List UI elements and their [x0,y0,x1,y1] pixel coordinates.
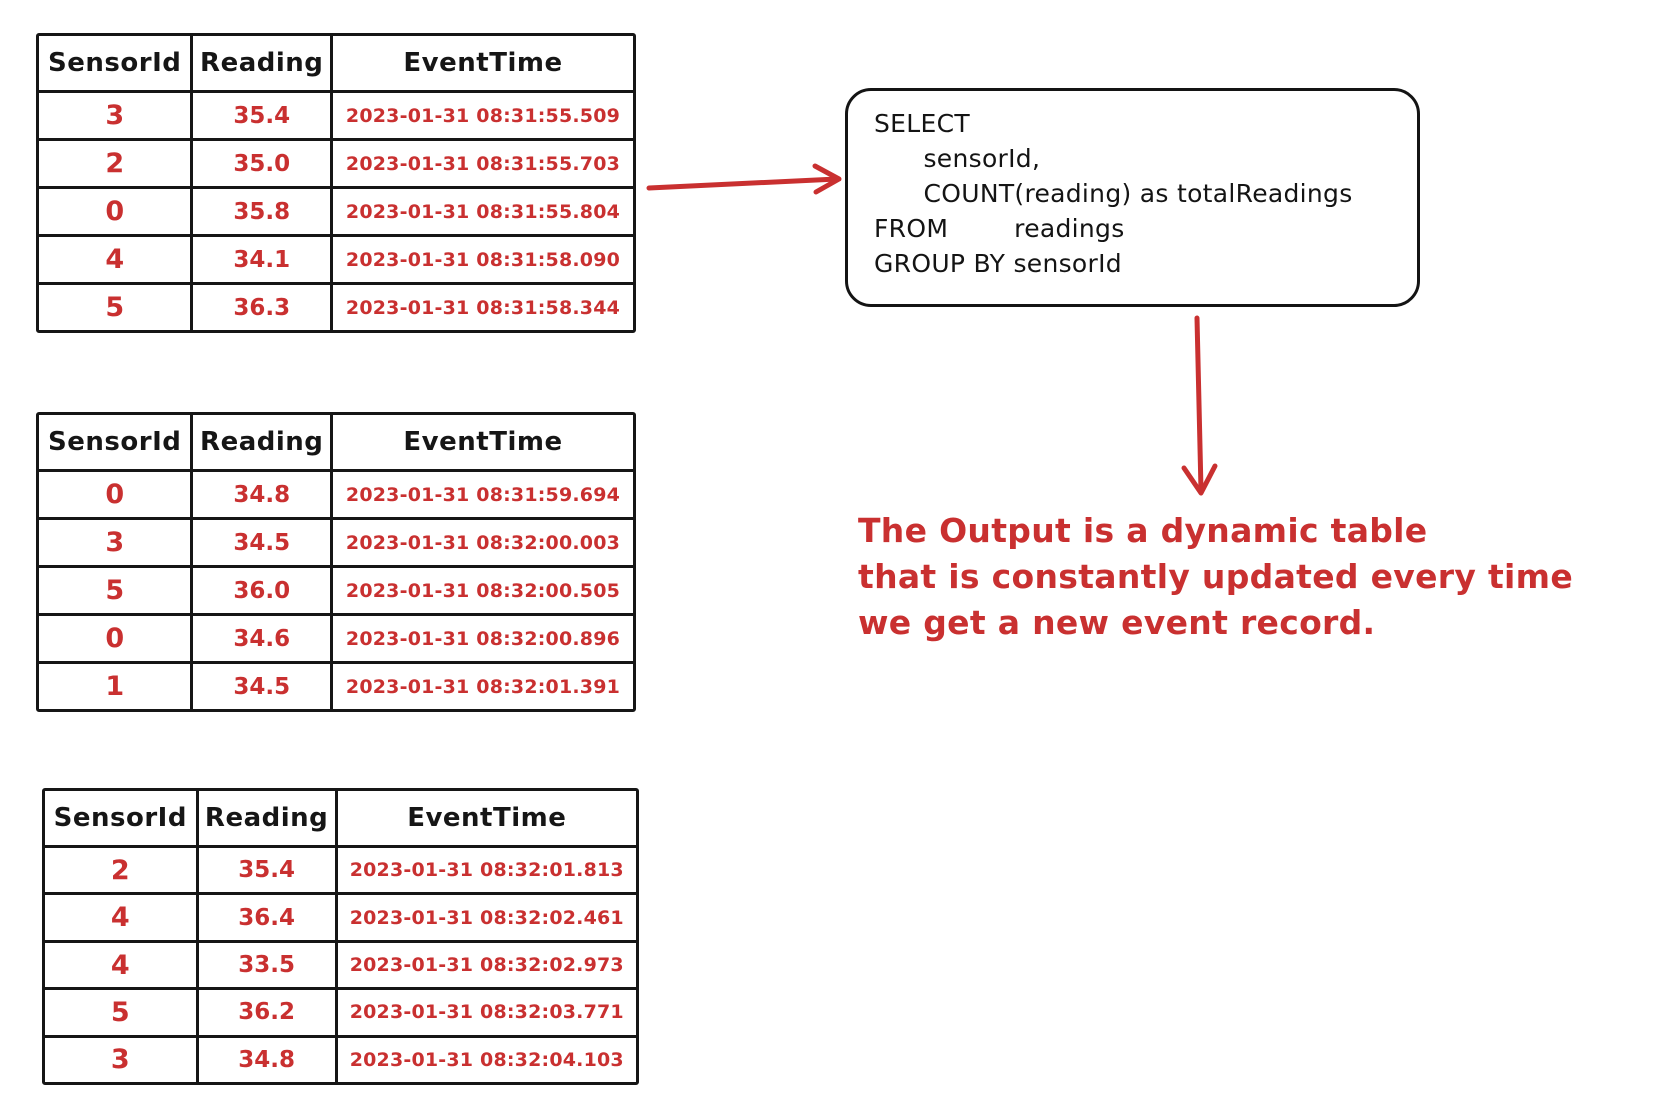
event-time-cell: 2023-01-31 08:31:58.090 [345,248,621,271]
sql-line: COUNT(reading) as totalReadings [874,179,1353,208]
table-to-query-arrow-icon [646,163,842,195]
reading-cell: 34.1 [193,237,334,282]
sql-line: FROM readings [874,214,1125,243]
event-time-cell: 2023-01-31 08:31:55.804 [345,200,621,223]
reading-cell: 34.6 [193,616,334,661]
query-to-output-arrow-icon [1181,315,1218,496]
event-time-cell: 2023-01-31 08:31:59.694 [345,483,621,506]
sql-line: SELECT [874,109,970,138]
event-time-cell: 2023-01-31 08:31:55.509 [345,104,621,127]
sensor-id-cell: 4 [45,895,199,940]
annotation-line: that is constantly updated every time [858,557,1574,596]
reading-cell: 34.5 [193,520,334,565]
reading-cell: 33.5 [199,942,338,988]
column-header: SensorId [39,36,194,90]
column-header: EventTime [403,427,563,457]
sensor-id-cell: 0 [39,189,194,234]
sql-line: sensorId, [874,144,1041,173]
sensor-id-cell: 3 [39,520,194,565]
reading-cell: 35.8 [193,189,334,234]
reading-cell: 36.4 [199,895,338,940]
sensor-id-cell: 5 [39,285,194,330]
column-header: Reading [199,791,338,845]
event-time-cell: 2023-01-31 08:32:00.896 [345,627,621,650]
sensor-id-cell: 3 [45,1037,199,1083]
reading-cell: 35.4 [199,848,338,893]
reading-cell: 34.5 [193,664,334,709]
event-time-cell: 2023-01-31 08:32:01.813 [349,859,624,882]
event-time-cell: 2023-01-31 08:32:04.103 [349,1048,624,1071]
column-header: SensorId [45,791,199,845]
output-annotation: The Output is a dynamic table that is con… [858,508,1618,646]
sensor-id-cell: 4 [45,942,199,988]
sensor-id-cell: 1 [39,664,194,709]
event-time-cell: 2023-01-31 08:31:58.344 [345,296,621,319]
sensor-id-cell: 5 [39,568,194,613]
reading-cell: 36.2 [199,990,338,1035]
annotation-line: we get a new event record. [858,603,1376,642]
sensor-id-cell: 2 [45,848,199,893]
sensor-id-cell: 4 [39,237,194,282]
event-time-cell: 2023-01-31 08:32:00.505 [345,579,621,602]
column-header: Reading [193,415,334,469]
reading-cell: 36.0 [193,568,334,613]
sensor-id-cell: 0 [39,616,194,661]
sensor-id-cell: 2 [39,141,194,186]
reading-cell: 35.4 [193,93,334,138]
sensor-id-cell: 3 [39,93,194,138]
reading-cell: 34.8 [193,472,334,517]
sensor-id-cell: 5 [45,990,199,1035]
reading-cell: 36.3 [193,285,334,330]
event-time-cell: 2023-01-31 08:32:03.771 [349,1001,624,1024]
sql-line: GROUP BY sensorId [874,249,1122,278]
sensor-id-cell: 0 [39,472,194,517]
event-time-cell: 2023-01-31 08:32:00.003 [345,531,621,554]
column-header: SensorId [39,415,194,469]
event-time-cell: 2023-01-31 08:32:02.461 [349,906,624,929]
reading-cell: 35.0 [193,141,334,186]
event-time-cell: 2023-01-31 08:31:55.703 [345,152,621,175]
annotation-line: The Output is a dynamic table [858,511,1428,550]
column-header: Reading [193,36,334,90]
event-time-cell: 2023-01-31 08:32:01.391 [345,675,621,698]
event-time-cell: 2023-01-31 08:32:02.973 [349,954,624,977]
sql-query-box: SELECT sensorId, COUNT(reading) as total… [845,88,1420,307]
reading-cell: 34.8 [199,1037,338,1083]
column-header: EventTime [407,803,567,833]
column-header: EventTime [403,48,563,78]
